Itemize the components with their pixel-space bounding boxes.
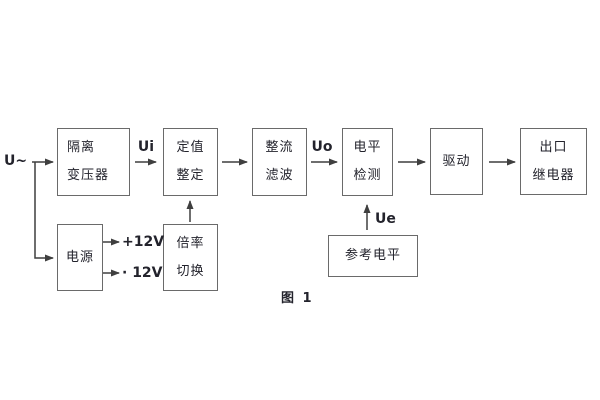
block-isolation-transformer: 隔离 变压器	[57, 128, 130, 196]
block-power-supply: 电源	[57, 224, 103, 291]
block-label: 整定	[176, 168, 205, 183]
block-label: 倍率	[176, 235, 205, 251]
arrow-input-to-power	[34, 162, 54, 262]
block-label: 驱动	[442, 153, 471, 169]
block-value-setting: 定值 整定	[163, 128, 218, 196]
ui-signal-label: Ui	[137, 139, 155, 155]
block-label: 参考电平	[344, 248, 401, 263]
block-driver: 驱动	[430, 128, 483, 195]
block-ratio-switch: 倍率 切换	[163, 224, 218, 291]
uo-signal-label: Uo	[311, 139, 333, 155]
block-label: 变压器	[67, 168, 110, 183]
block-label: 隔离	[67, 140, 96, 155]
block-rectifier-filter: 整流 滤波	[252, 128, 307, 196]
block-label: 电平	[353, 140, 382, 155]
input-signal-label: U~	[4, 153, 28, 169]
figure-caption: 图 1	[281, 291, 314, 306]
block-label: 整流	[265, 140, 294, 155]
block-label: 滤波	[265, 168, 294, 183]
block-label: 定值	[176, 140, 205, 155]
block-label: 检测	[353, 168, 382, 183]
plus-12v-label: +12V	[122, 234, 165, 250]
ue-signal-label: Ue	[375, 211, 396, 227]
block-label: 切换	[176, 263, 205, 279]
block-level-detection: 电平 检测	[342, 128, 393, 196]
block-output-relay: 出口 继电器	[520, 128, 587, 195]
minus-12v-label: · 12V	[122, 265, 163, 281]
block-label: 电源	[65, 249, 94, 265]
block-reference-level: 参考电平	[328, 235, 418, 277]
block-label: 出口	[539, 139, 568, 155]
block-label: 继电器	[532, 167, 575, 183]
